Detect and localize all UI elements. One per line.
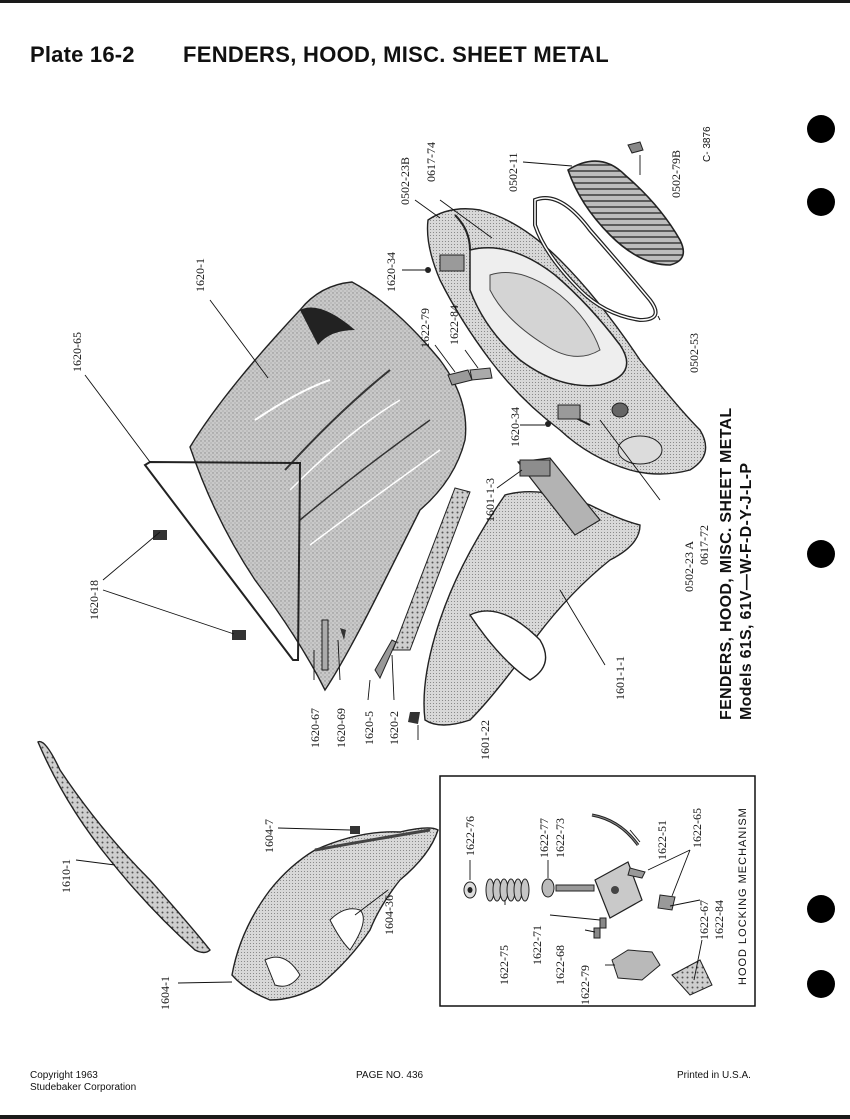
- side-caption-title: FENDERS, HOOD, MISC. SHEET METAL: [718, 407, 735, 720]
- label-1622-65: 1622-65: [690, 808, 704, 848]
- bolt-upper: [425, 267, 431, 273]
- bumper-pad-upper: [153, 530, 167, 540]
- hood-hinge-arm: [374, 639, 397, 680]
- hood-lock-inset-frame: [439, 775, 756, 1007]
- label-1604-1: 1604-1: [158, 976, 172, 1010]
- drawing-number: C- 3876: [702, 126, 713, 162]
- page-bottom-edge: [0, 1115, 850, 1119]
- label-1620-65: 1620-65: [70, 332, 84, 372]
- copyright-line-2: Studebaker Corporation: [30, 1082, 137, 1093]
- label-0502-23b: 0502-23B: [398, 157, 412, 205]
- label-0502-23a: 0502-23 A: [682, 541, 696, 592]
- latch-part-upper: [447, 369, 473, 386]
- page-top-edge: [0, 0, 850, 3]
- label-1620-34-upper: 1620-34: [384, 252, 398, 292]
- side-caption-models: Models 61S, 61V—W-F-D-Y-J-L-P: [738, 462, 755, 720]
- hood-lock-mechanism-parts: [463, 813, 713, 996]
- label-1622-75: 1622-75: [497, 945, 511, 985]
- punch-hole-4: [807, 895, 835, 923]
- hood-hinge-bracket: [321, 619, 329, 671]
- label-1622-73: 1622-73: [553, 818, 567, 858]
- label-0617-72: 0617-72: [697, 525, 711, 565]
- plate-number: Plate 16-2: [30, 42, 135, 67]
- label-1622-76: 1622-76: [463, 816, 477, 856]
- label-1622-77: 1622-77: [537, 818, 551, 858]
- label-1622-84-inset: 1622-84: [712, 900, 726, 940]
- label-1620-5: 1620-5: [362, 711, 376, 745]
- label-0502-11: 0502-11: [506, 152, 520, 192]
- front-panel-part: [426, 208, 707, 475]
- label-1622-84-upper: 1622-84: [447, 305, 461, 345]
- punch-hole-1: [807, 115, 835, 143]
- bumper-pad-lower: [232, 630, 246, 640]
- hood-hinge-spring-part: [143, 460, 302, 661]
- fender-clip-part: [350, 826, 360, 834]
- label-0502-53: 0502-53: [687, 333, 701, 373]
- label-1620-2: 1620-2: [387, 711, 401, 745]
- punch-hole-2: [807, 188, 835, 216]
- bolt-lower: [545, 421, 551, 427]
- punch-hole-3: [807, 540, 835, 568]
- label-1604-36: 1604-36: [382, 895, 396, 935]
- page-header: Plate 16-2 FENDERS, HOOD, MISC. SHEET ME…: [30, 42, 810, 78]
- latch-part-upper-2: [469, 367, 493, 381]
- label-1622-51: 1622-51: [655, 820, 669, 860]
- label-1601-1-3: 1601-1-3: [483, 478, 497, 522]
- label-1601-22: 1601-22: [478, 720, 492, 760]
- label-1604-7: 1604-7: [262, 819, 276, 853]
- label-1610-1: 1610-1: [59, 859, 73, 893]
- label-0617-74: 0617-74: [424, 142, 438, 182]
- printed-in: Printed in U.S.A.: [677, 1070, 751, 1081]
- label-1620-67: 1620-67: [308, 708, 322, 748]
- label-0502-79b: 0502-79B: [669, 150, 683, 198]
- splash-shield-part: [37, 740, 211, 954]
- label-1622-67: 1622-67: [697, 900, 711, 940]
- label-1620-34-lower: 1620-34: [508, 407, 522, 447]
- copyright-line-1: Copyright 1963: [30, 1070, 98, 1081]
- grille-part: [567, 160, 685, 266]
- clip-part: [627, 141, 644, 154]
- hood-clip: [340, 628, 346, 640]
- label-1622-71: 1622-71: [530, 925, 544, 965]
- label-1601-1-1: 1601-1-1: [613, 656, 627, 700]
- inset-title: HOOD LOCKING MECHANISM: [737, 807, 749, 985]
- label-1622-68: 1622-68: [553, 945, 567, 985]
- page-title: FENDERS, HOOD, MISC. SHEET METAL: [183, 42, 609, 67]
- rear-fender-part: [231, 827, 439, 1001]
- label-1622-79-upper: 1622-79: [418, 308, 432, 348]
- hood-seal-part: [392, 487, 471, 651]
- fender-bracket-part: [516, 457, 601, 536]
- page-number: PAGE NO. 436: [356, 1070, 424, 1081]
- front-fender-rh-part: [423, 491, 641, 726]
- fender-shim-part: [408, 712, 420, 724]
- label-1620-69: 1620-69: [334, 708, 348, 748]
- label-1620-18: 1620-18: [87, 580, 101, 620]
- hood-part: [189, 281, 467, 692]
- punch-hole-5: [807, 970, 835, 998]
- label-1622-79-inset: 1622-79: [578, 965, 592, 1005]
- label-1620-1: 1620-1: [193, 258, 207, 292]
- leader-lines: [75, 155, 703, 984]
